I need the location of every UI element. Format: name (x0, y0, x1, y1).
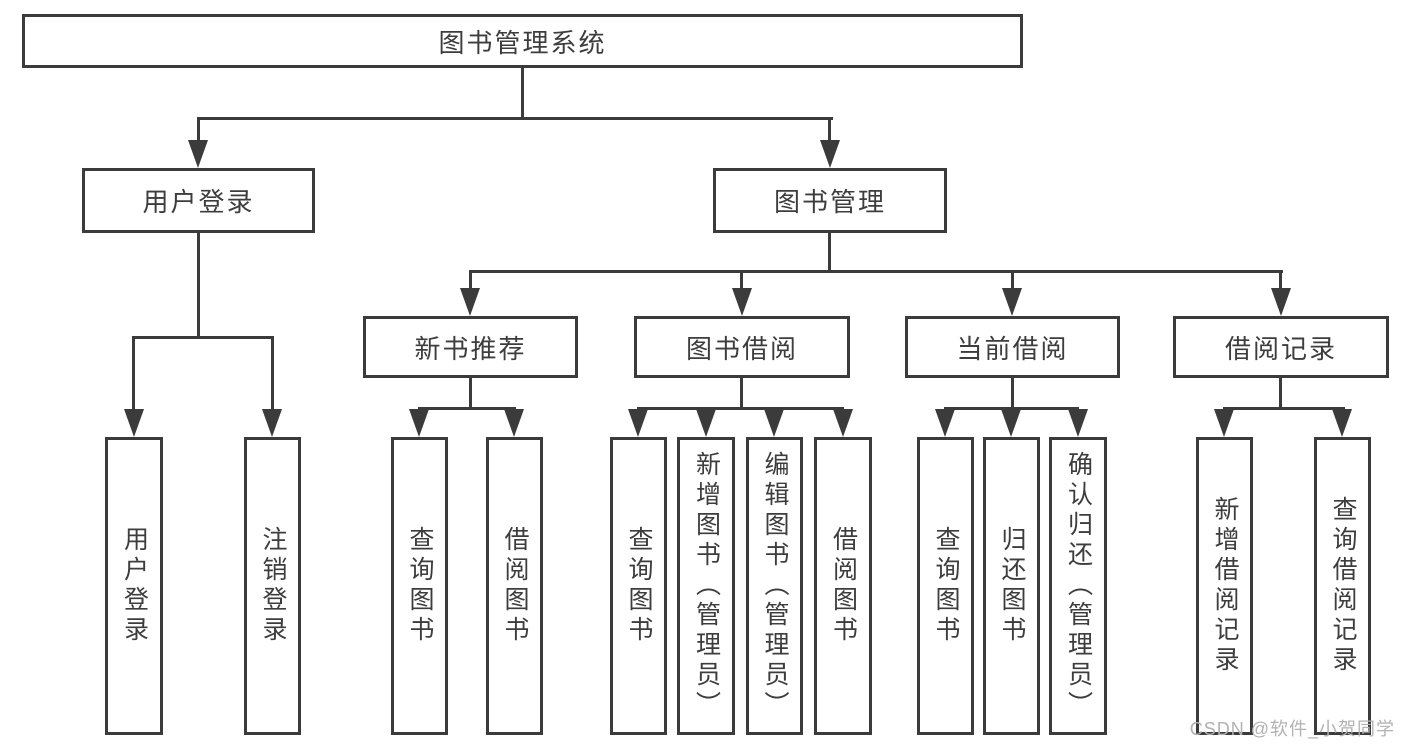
connector-line (469, 378, 472, 409)
arrow-down-icon (764, 409, 784, 437)
connector-line (197, 117, 833, 120)
leaf-current-query-books: 查询图书 (917, 437, 974, 735)
leaf-records-add-record: 新增借阅记录 (1196, 437, 1253, 735)
arrow-down-icon (1001, 409, 1021, 437)
arrow-down-icon (1002, 288, 1022, 316)
leaf-recommend-borrow-books: 借阅图书 (486, 437, 543, 735)
arrow-down-icon (262, 409, 282, 437)
arrow-down-icon (1068, 409, 1088, 437)
arrow-down-icon (1332, 409, 1352, 437)
arrow-down-icon (628, 409, 648, 437)
arrow-down-icon (124, 409, 144, 437)
arrow-down-icon (1271, 288, 1291, 316)
leaf-current-return-books: 归还图书 (983, 437, 1040, 735)
arrow-down-icon (188, 140, 208, 168)
connector-line (197, 233, 200, 339)
leaf-borrow-borrow-books: 借阅图书 (814, 437, 872, 735)
arrow-down-icon (935, 409, 955, 437)
connector-line (828, 233, 831, 273)
connector-line (828, 117, 831, 143)
connector-line (271, 336, 274, 412)
connector-line (132, 336, 135, 412)
connector-line (1011, 378, 1014, 409)
connector-line (740, 270, 743, 292)
connector-line (469, 270, 472, 292)
node-book-management: 图书管理 (713, 168, 947, 233)
connector-line (637, 407, 844, 410)
leaf-logout: 注销登录 (244, 437, 301, 735)
node-new-book-recommend: 新书推荐 (363, 316, 578, 378)
node-root: 图书管理系统 (22, 14, 1023, 68)
node-borrow-records: 借阅记录 (1173, 316, 1389, 378)
leaf-user-login: 用户登录 (105, 437, 163, 735)
leaf-borrow-query-books: 查询图书 (610, 437, 667, 735)
leaf-borrow-add-books-admin: 新增图书（管理员） (677, 437, 735, 735)
leaf-current-confirm-return-admin: 确认归还（管理员） (1049, 437, 1107, 735)
connector-line (1279, 378, 1282, 409)
node-current-borrow: 当前借阅 (905, 316, 1120, 378)
watermark: CSDN @软件_小贺同学 (1189, 719, 1395, 739)
arrow-down-icon (696, 409, 716, 437)
leaf-recommend-query-books: 查询图书 (391, 437, 448, 735)
arrow-down-icon (504, 409, 524, 437)
node-book-borrow: 图书借阅 (634, 316, 850, 378)
arrow-down-icon (460, 288, 480, 316)
connector-line (1223, 407, 1345, 410)
arrow-down-icon (1214, 409, 1234, 437)
connector-line (469, 270, 1283, 273)
connector-line (197, 117, 200, 143)
leaf-records-query-record: 查询借阅记录 (1314, 437, 1371, 735)
connector-line (1279, 270, 1282, 292)
arrow-down-icon (833, 409, 853, 437)
connector-line (418, 407, 516, 410)
connector-line (1011, 270, 1014, 292)
arrow-down-icon (820, 140, 840, 168)
connector-line (740, 378, 743, 409)
arrow-down-icon (409, 409, 429, 437)
connector-line (132, 336, 274, 339)
node-user-login: 用户登录 (82, 168, 315, 233)
connector-line (521, 68, 524, 120)
arrow-down-icon (732, 288, 752, 316)
leaf-borrow-edit-books-admin: 编辑图书（管理员） (746, 437, 803, 735)
